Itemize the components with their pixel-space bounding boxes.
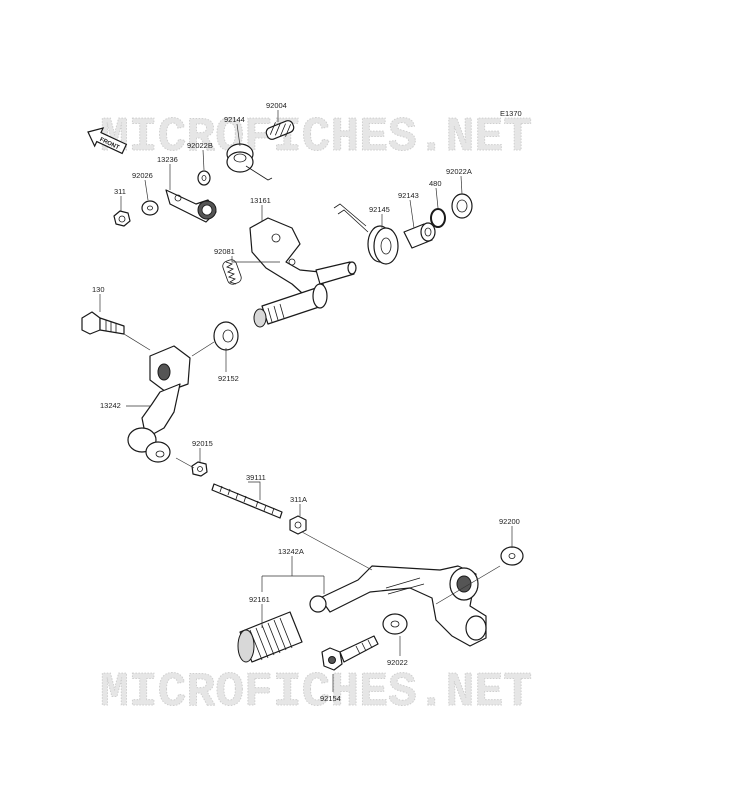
part-13242-lever (127, 345, 191, 463)
label-130: 130 (92, 285, 105, 294)
diagram-code: E1370 (500, 109, 522, 118)
label-92015: 92015 (192, 439, 213, 448)
label-92161: 92161 (249, 595, 270, 604)
label-92152: 92152 (218, 374, 239, 383)
part-92015-nut (191, 461, 208, 477)
part-92144-torsion-spring (226, 143, 273, 181)
part-92004-spring (265, 120, 295, 140)
label-13242: 13242 (100, 401, 121, 410)
part-labels: 92004 92144 92022B 13236 92026 311 13161… (92, 101, 520, 703)
leader-lines (99, 110, 513, 692)
label-92026: 92026 (132, 171, 153, 180)
watermark-bottom: MICROFICHES.NET (100, 666, 532, 720)
part-92161-rubber (237, 611, 303, 663)
label-13236: 13236 (157, 155, 178, 164)
watermark-top: MICROFICHES.NET (100, 111, 532, 165)
label-92145: 92145 (369, 205, 390, 214)
part-92145-torsion-spring (333, 203, 399, 265)
label-92081: 92081 (214, 247, 235, 256)
part-92022A-washer (451, 193, 473, 219)
label-92004: 92004 (266, 101, 287, 110)
label-92200: 92200 (499, 517, 520, 526)
part-13236-lever (165, 189, 217, 223)
part-92143-collar (403, 222, 436, 249)
part-92081-spring (222, 259, 242, 285)
part-311A-nut (289, 515, 307, 535)
label-311A: 311A (290, 495, 307, 504)
part-13242A-pedal (309, 565, 487, 647)
part-92152-washer (213, 321, 239, 351)
label-92144: 92144 (224, 115, 245, 124)
part-92022B-washer (197, 170, 211, 186)
part-311-nut (113, 210, 131, 227)
label-92143: 92143 (398, 191, 419, 200)
part-39111-tie-rod (211, 483, 283, 519)
label-92022: 92022 (387, 658, 408, 667)
label-13242A: 13242A (278, 547, 304, 556)
part-130-bolt (81, 311, 125, 335)
label-39111: 39111 (246, 473, 266, 482)
label-92022B: 92022B (187, 141, 213, 150)
part-92200-washer (500, 546, 524, 566)
label-92022A: 92022A (446, 167, 472, 176)
label-480: 480 (429, 179, 442, 188)
part-92022-washer (382, 613, 408, 635)
label-92154: 92154 (320, 694, 341, 703)
label-311: 311 (114, 187, 126, 196)
part-480-circlip (430, 208, 446, 228)
part-13161-shift-shaft (249, 217, 357, 328)
part-92154-bolt (321, 635, 379, 671)
label-13161: 13161 (250, 196, 271, 205)
part-92026-washer (141, 200, 159, 216)
